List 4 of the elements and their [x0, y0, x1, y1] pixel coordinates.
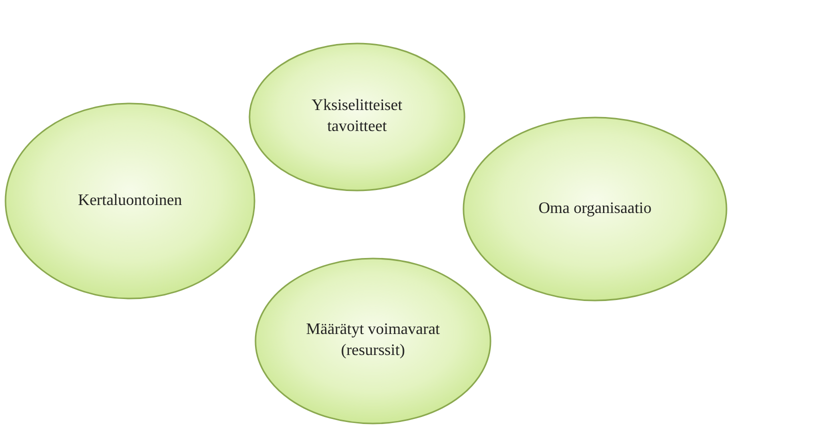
ellipse-label: Yksiselitteiset tavoitteet: [310, 96, 404, 137]
ellipse-label: Määrätyt voimavarat (resurssit): [305, 320, 441, 361]
ellipse-label: Kertaluontoinen: [78, 190, 182, 211]
ellipse-label: Oma organisaatio: [538, 198, 652, 219]
